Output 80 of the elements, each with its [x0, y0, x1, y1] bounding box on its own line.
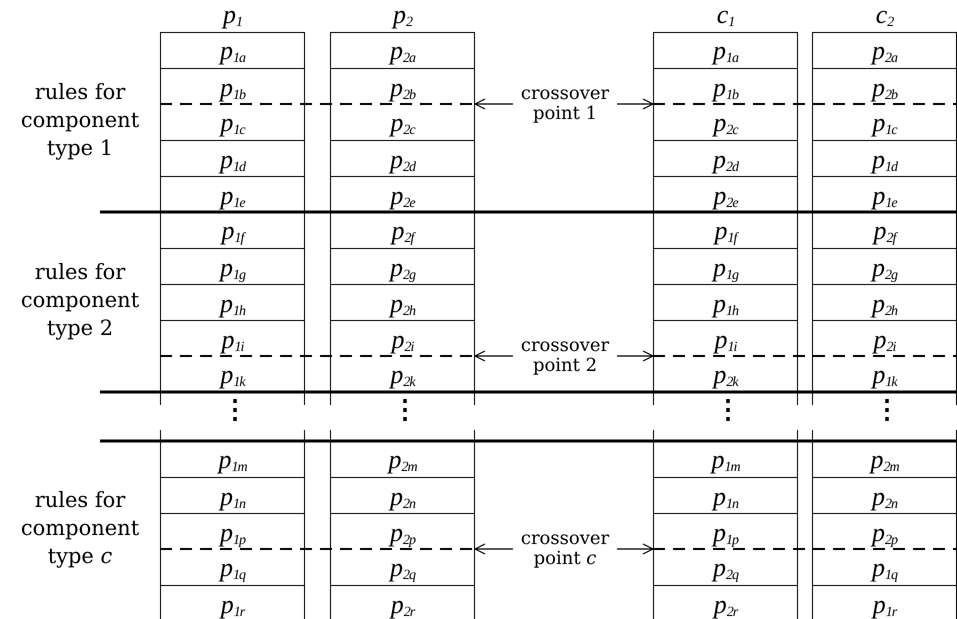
gene-cell: p$_{1b}$ [653, 68, 798, 104]
arrow [474, 543, 513, 555]
gene-cell: p$_{2r}$ [653, 585, 798, 619]
arrow [617, 350, 654, 362]
row-group-label: rules for component type c [20, 487, 140, 570]
column-heading: c$_{1}$ [716, 0, 736, 32]
gene-cell: p$_{1f}$ [160, 212, 305, 248]
gene-cell: p$_{2n}$ [330, 477, 475, 513]
gene-cell: p$_{1q}$ [812, 549, 957, 585]
gene-cell: p$_{2b}$ [330, 68, 475, 104]
gene-cell: p$_{2e}$ [653, 176, 798, 212]
gene-cell: p$_{2r}$ [330, 585, 475, 619]
arrow [617, 543, 654, 555]
gene-cell: p$_{1p}$ [653, 513, 798, 549]
gene-cell: p$_{2k}$ [653, 356, 798, 392]
column-heading: c$_{2}$ [874, 0, 895, 32]
vertical-ellipsis: ⋮ [874, 394, 894, 426]
gene-cell: p$_{2d}$ [330, 140, 475, 176]
gene-cell: p$_{2m}$ [812, 441, 957, 477]
column-heading: p$_{1}$ [220, 0, 243, 32]
gene-cell: p$_{1b}$ [160, 68, 305, 104]
gene-cell: p$_{1q}$ [160, 549, 305, 585]
gene-cell: p$_{2p}$ [330, 513, 475, 549]
gene-cell: p$_{1a}$ [160, 32, 305, 68]
gene-cell: p$_{1f}$ [653, 212, 798, 248]
gene-cell: p$_{1e}$ [812, 176, 957, 212]
gene-cell: p$_{2k}$ [330, 356, 475, 392]
gene-cell: p$_{1m}$ [160, 441, 305, 477]
gene-cell: p$_{2p}$ [812, 513, 957, 549]
gene-cell: p$_{1h}$ [653, 284, 798, 320]
crossover-label: crossover point 1 [515, 84, 615, 124]
vertical-ellipsis: ⋮ [715, 394, 735, 426]
gene-cell: p$_{2d}$ [653, 140, 798, 176]
gene-cell: p$_{2g}$ [812, 248, 957, 284]
column-heading: p$_{2}$ [390, 0, 414, 32]
gene-cell: p$_{1p}$ [160, 513, 305, 549]
gene-cell: p$_{2m}$ [330, 441, 475, 477]
row-group-label: rules for component type 1 [20, 79, 140, 162]
gene-cell: p$_{2g}$ [330, 248, 475, 284]
gene-cell: p$_{2i}$ [812, 320, 957, 356]
crossover-label: crossover point 2 [515, 336, 615, 376]
gene-cell: p$_{1n}$ [160, 477, 305, 513]
gene-cell: p$_{1i}$ [160, 320, 305, 356]
arrow [474, 98, 513, 110]
gene-cell: p$_{1a}$ [653, 32, 798, 68]
gene-cell: p$_{2q}$ [330, 549, 475, 585]
gene-cell: p$_{1d}$ [812, 140, 957, 176]
arrow [617, 98, 654, 110]
gene-cell: p$_{1k}$ [812, 356, 957, 392]
gene-cell: p$_{2f}$ [330, 212, 475, 248]
gene-cell: p$_{2a}$ [330, 32, 475, 68]
gene-cell: p$_{1k}$ [160, 356, 305, 392]
gene-cell: p$_{2q}$ [653, 549, 798, 585]
gene-cell: p$_{2e}$ [330, 176, 475, 212]
gene-cell: p$_{1n}$ [653, 477, 798, 513]
gene-cell: p$_{2i}$ [330, 320, 475, 356]
crossover-label: crossover point c [515, 529, 615, 569]
gene-cell: p$_{2h}$ [330, 284, 475, 320]
gene-cell: p$_{2b}$ [812, 68, 957, 104]
gene-cell: p$_{2h}$ [812, 284, 957, 320]
gene-cell: p$_{1e}$ [160, 176, 305, 212]
gene-cell: p$_{1g}$ [653, 248, 798, 284]
row-group-label: rules for component type 2 [20, 259, 140, 342]
gene-cell: p$_{2f}$ [812, 212, 957, 248]
gene-cell: p$_{1h}$ [160, 284, 305, 320]
gene-cell: p$_{1m}$ [653, 441, 798, 477]
arrow [474, 350, 513, 362]
gene-cell: p$_{1d}$ [160, 140, 305, 176]
gene-cell: p$_{2c}$ [653, 104, 798, 140]
gene-cell: p$_{1r}$ [812, 585, 957, 619]
gene-cell: p$_{2n}$ [812, 477, 957, 513]
gene-cell: p$_{1g}$ [160, 248, 305, 284]
vertical-ellipsis: ⋮ [222, 394, 242, 426]
gene-cell: p$_{2c}$ [330, 104, 475, 140]
gene-cell: p$_{1c}$ [812, 104, 957, 140]
vertical-ellipsis: ⋮ [392, 394, 412, 426]
gene-cell: p$_{1c}$ [160, 104, 305, 140]
gene-cell: p$_{1i}$ [653, 320, 798, 356]
gene-cell: p$_{2a}$ [812, 32, 957, 68]
gene-cell: p$_{1r}$ [160, 585, 305, 619]
